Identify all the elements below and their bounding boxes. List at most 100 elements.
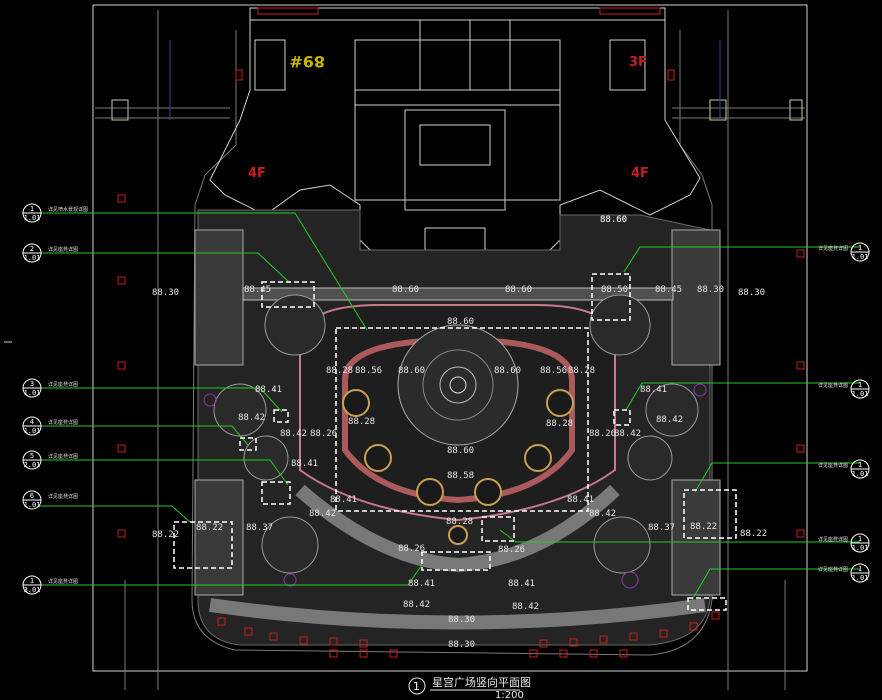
drawing-title: 星宫广场竖向平面图 [432,675,531,689]
post-marker [689,622,698,631]
site-boundaries [95,10,805,690]
elevation-label: 88.42 [589,509,616,519]
callout-sheet: 3.01 [24,586,41,594]
elevation-label: 88.30 [697,285,724,295]
post-marker [796,529,805,538]
callout-number: 1 [30,577,34,585]
callout-note: 详见座凳详图 [818,382,848,389]
elevation-label: 88.45 [244,285,271,295]
planters [213,294,699,574]
elevation-label: 88.37 [246,523,273,533]
elevation-labels: 88.30 88.45 88.60 88.60 88.50 88.45 88.30 88.30… [152,215,767,650]
elevation-label: 88.60 [447,317,474,327]
side-steps [111,99,803,121]
elevation-label: 88.60 [505,285,532,295]
callout-number: 1 [858,244,862,252]
walk-bands [209,484,706,630]
elevation-label: 88.41 [408,579,435,589]
callout-sheet: 1.01 [852,544,869,552]
callout-note: 详见座凳详图 [48,493,78,500]
elevation-label: 88.50 [601,285,628,295]
callout-note: 详见座凳详图 [818,462,848,469]
post-marker [217,617,226,626]
post-marker [329,637,338,646]
post-marker [117,529,126,538]
building-block [209,7,701,263]
post-marker [359,639,368,648]
elevation-label: 88.30 [448,640,475,650]
elevation-label: 88.41 [508,579,535,589]
callout-sheet: 1.01 [852,470,869,478]
post-marker [117,194,126,203]
post-marker [796,361,805,370]
title-block: 1 星宫广场竖向平面图 1:200 [408,675,531,700]
callout-sheet: 2.01 [24,461,41,469]
elevation-label: 88.22 [740,529,767,539]
post-marker [539,639,548,648]
callout-note: 详见座凳详图 [48,578,78,585]
callout-number: 1 [858,565,862,573]
elevation-label: 88.41 [330,495,357,505]
elevation-label: 88.60 [494,366,521,376]
elevation-label: 88.26 [498,545,525,555]
post-marker [117,444,126,453]
elevation-label: 88.42 [614,429,641,439]
building-red-accents [235,7,675,81]
callout-number: 3 [30,380,34,388]
elevation-label: 88.56 [540,366,567,376]
callout-number: 1 [858,535,862,543]
callout-sheet: 1.01 [24,427,41,435]
side-blue-lines [169,40,721,120]
callout-note: 详见座凳详图 [48,453,78,460]
drawing-scale: 1:200 [495,690,524,700]
floor-label-top-left: 89# [289,52,325,71]
elevation-label: 88.28 [446,517,473,527]
post-marker [796,249,805,258]
post-marker [796,444,805,453]
elevation-label: 88.30 [448,615,475,625]
callout-sheet: 1.01 [24,254,41,262]
elevation-label: 88.42 [280,429,307,439]
post-marker [269,632,278,641]
boundary-posts [117,194,805,658]
callout-sheet: 1.01 [24,214,41,222]
callout-number: 1 [858,381,862,389]
callout-number: 1 [30,205,34,213]
callout-sheet: 1.01 [24,389,41,397]
post-marker [389,649,398,658]
post-marker [629,632,638,641]
elevation-label: 88.42 [656,415,683,425]
elevation-label: 88.42 [403,600,430,610]
post-marker [117,361,126,370]
callout-note: 详见座凳详图 [48,381,78,388]
callout-note: 详见喷水景观详图 [48,206,88,213]
floor-label-right: 4F [631,166,649,181]
elevation-label: 88.28 [348,417,375,427]
post-marker [569,638,578,647]
elevation-label: 88.37 [648,523,675,533]
elevation-label: 88.22 [152,530,179,540]
post-marker [659,629,668,638]
callout-note: 详见座凳详图 [818,536,848,543]
post-marker [599,635,608,644]
elevation-label: 88.45 [655,285,682,295]
post-marker [299,636,308,645]
callout-note: 详见座凳详图 [818,566,848,573]
elevation-label: 88.41 [255,385,282,395]
callout-number: 5 [30,452,34,460]
callouts-right: 11.01详见座凳详图11.01详见座凳详图11.01详见座凳详图11.01详见… [818,242,870,583]
callout-number: 2 [30,245,34,253]
post-marker [619,649,628,658]
elevation-label: 88.28 [326,366,353,376]
elevation-label: 88.22 [196,523,223,533]
post-marker [117,276,126,285]
detail-callout: 11.01 详见喷水景观详图 [22,203,88,223]
elevation-label: 88.60 [398,366,425,376]
elevation-label: 88.30 [152,288,179,298]
callout-note: 详见座凳详图 [48,246,78,253]
post-marker [359,649,368,658]
